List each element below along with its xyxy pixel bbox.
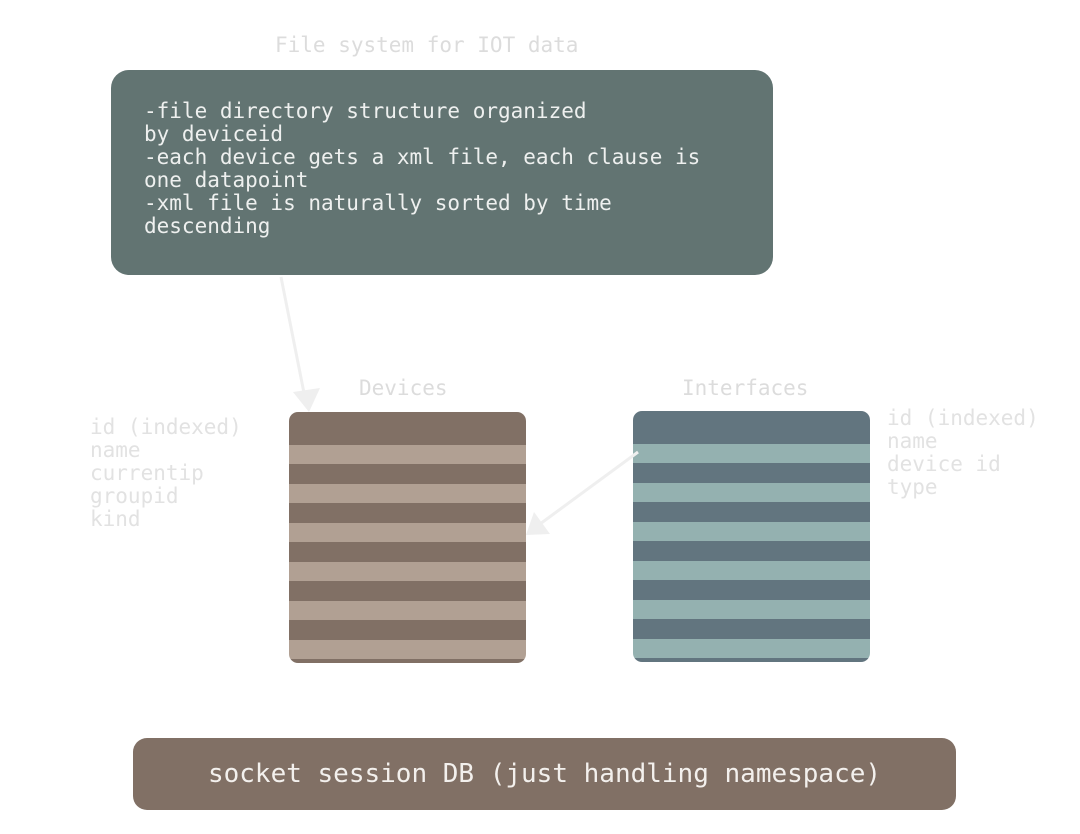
table-stripe bbox=[633, 639, 870, 658]
file-system-line: -file directory structure organized bbox=[144, 99, 587, 123]
table-stripe bbox=[633, 541, 870, 561]
table-stripe bbox=[633, 580, 870, 600]
devices-title: Devices bbox=[359, 376, 448, 400]
interfaces-fields: id (indexed) name device id type bbox=[887, 407, 1039, 499]
socket-session-bar: socket session DB (just handling namespa… bbox=[133, 738, 956, 810]
file-system-line: by deviceid bbox=[144, 122, 284, 146]
table-stripe bbox=[289, 484, 526, 503]
file-system-line: -each device gets a xml file, each claus… bbox=[144, 145, 701, 169]
interfaces-to-devices-arrow bbox=[526, 450, 639, 535]
table-stripe bbox=[289, 412, 526, 445]
file-system-line: one datapoint bbox=[144, 168, 309, 192]
table-stripe bbox=[289, 542, 526, 562]
interfaces-field: name bbox=[887, 429, 938, 453]
table-stripe bbox=[633, 619, 870, 639]
table-stripe bbox=[289, 464, 526, 484]
table-stripe bbox=[289, 581, 526, 601]
devices-table bbox=[289, 412, 526, 663]
file-system-title: File system for IOT data bbox=[275, 33, 579, 57]
interfaces-field: id (indexed) bbox=[887, 406, 1039, 430]
devices-fields: id (indexed) name currentip groupid kind bbox=[90, 416, 242, 531]
interfaces-field: device id bbox=[887, 452, 1001, 476]
interfaces-title: Interfaces bbox=[682, 376, 809, 400]
file-system-line: -xml file is naturally sorted by time bbox=[144, 191, 612, 215]
fs-to-devices-arrow bbox=[279, 276, 320, 412]
table-stripe bbox=[633, 522, 870, 541]
devices-field: currentip bbox=[90, 461, 204, 485]
devices-field: id (indexed) bbox=[90, 415, 242, 439]
table-stripe bbox=[633, 600, 870, 619]
table-stripe bbox=[289, 445, 526, 464]
table-stripe bbox=[633, 444, 870, 463]
table-stripe bbox=[289, 659, 526, 663]
interfaces-field: type bbox=[887, 475, 938, 499]
devices-field: groupid bbox=[90, 484, 179, 508]
interfaces-table bbox=[633, 411, 870, 662]
table-stripe bbox=[289, 640, 526, 659]
table-stripe bbox=[289, 620, 526, 640]
table-stripe bbox=[633, 483, 870, 502]
devices-field: name bbox=[90, 438, 141, 462]
table-stripe bbox=[633, 658, 870, 662]
table-stripe bbox=[289, 562, 526, 581]
table-stripe bbox=[289, 503, 526, 523]
table-stripe bbox=[633, 561, 870, 580]
table-stripe bbox=[289, 523, 526, 542]
table-stripe bbox=[633, 463, 870, 483]
devices-field: kind bbox=[90, 507, 141, 531]
file-system-line: descending bbox=[144, 214, 271, 238]
table-stripe bbox=[289, 601, 526, 620]
table-stripe bbox=[633, 411, 870, 444]
file-system-box: -file directory structure organized by d… bbox=[111, 70, 773, 275]
table-stripe bbox=[633, 502, 870, 522]
